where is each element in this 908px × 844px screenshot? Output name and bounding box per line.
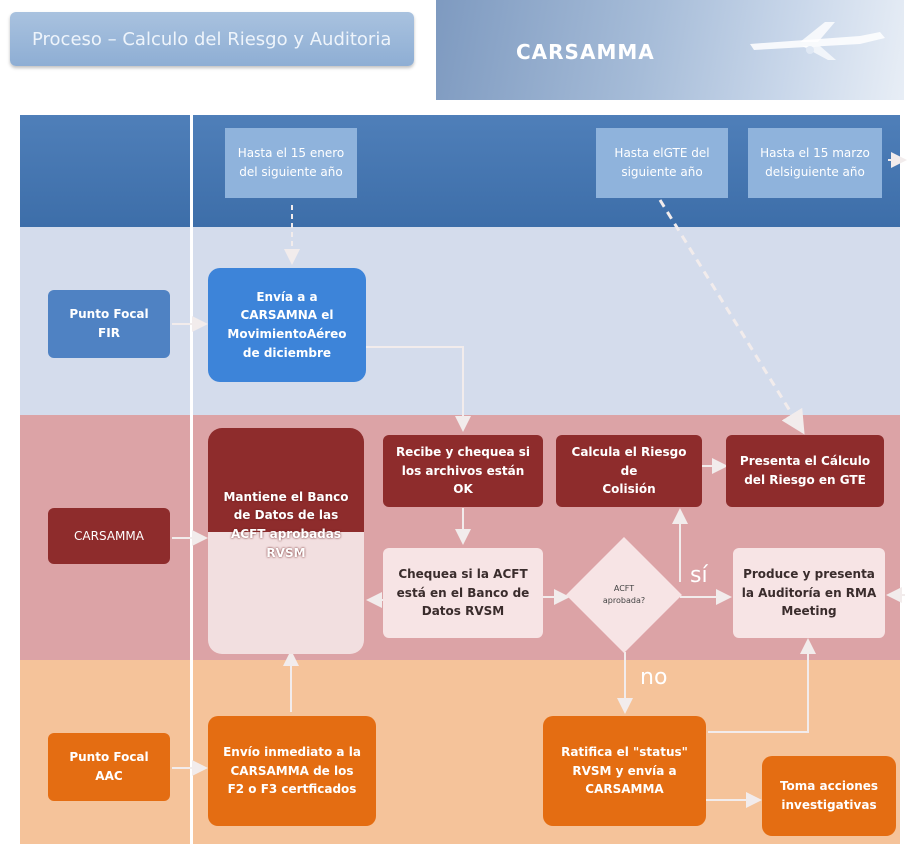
decision-label: ACFT aprobada? <box>602 583 646 605</box>
node-mantiene-text: Mantiene el Banco de Datos de las ACFT a… <box>223 489 349 560</box>
carsamma-banner <box>436 0 904 100</box>
process-title: Proceso – Calculo del Riesgo y Auditoria <box>10 12 414 66</box>
node-ratifica-status: Ratifica el "status" RVSM y envía a CARS… <box>543 716 706 826</box>
node-chequea-acft: Chequea si la ACFT está en el Banco de D… <box>383 548 543 638</box>
airplane-icon <box>750 22 885 60</box>
node-produce-auditoria: Produce y presenta la Auditoría en RMA M… <box>733 548 885 638</box>
node-toma-acciones: Toma acciones investigativas <box>762 756 896 836</box>
deadline-gte: Hasta elGTE del siguiente año <box>596 128 728 198</box>
label-no: no <box>640 665 668 690</box>
deadline-15-enero: Hasta el 15 enero del siguiente año <box>225 128 357 198</box>
node-calcula-riesgo: Calcula el Riesgo de Colisión <box>556 435 702 507</box>
lane-divider <box>190 115 193 844</box>
deadline-15-marzo: Hasta el 15 marzo delsiguiente año <box>748 128 882 198</box>
node-recibe-chequea: Recibe y chequea si los archivos están O… <box>383 435 543 507</box>
lane-label-carsamma: CARSAMMA <box>48 508 170 564</box>
node-mantiene-banco <box>208 428 364 654</box>
node-envia-movimiento: Envía a a CARSAMNA el MovimientoAéreo de… <box>208 268 366 382</box>
node-envio-inmediato: Envío inmediato a la CARSAMMA de los F2 … <box>208 716 376 826</box>
lane-label-aac: Punto Focal AAC <box>48 733 170 801</box>
banner-title: CARSAMMA <box>516 40 655 64</box>
lane-label-fir: Punto Focal FIR <box>48 290 170 358</box>
label-yes: sí <box>690 563 708 588</box>
node-presenta-calculo: Presenta el Cálculo del Riesgo en GTE <box>726 435 884 507</box>
